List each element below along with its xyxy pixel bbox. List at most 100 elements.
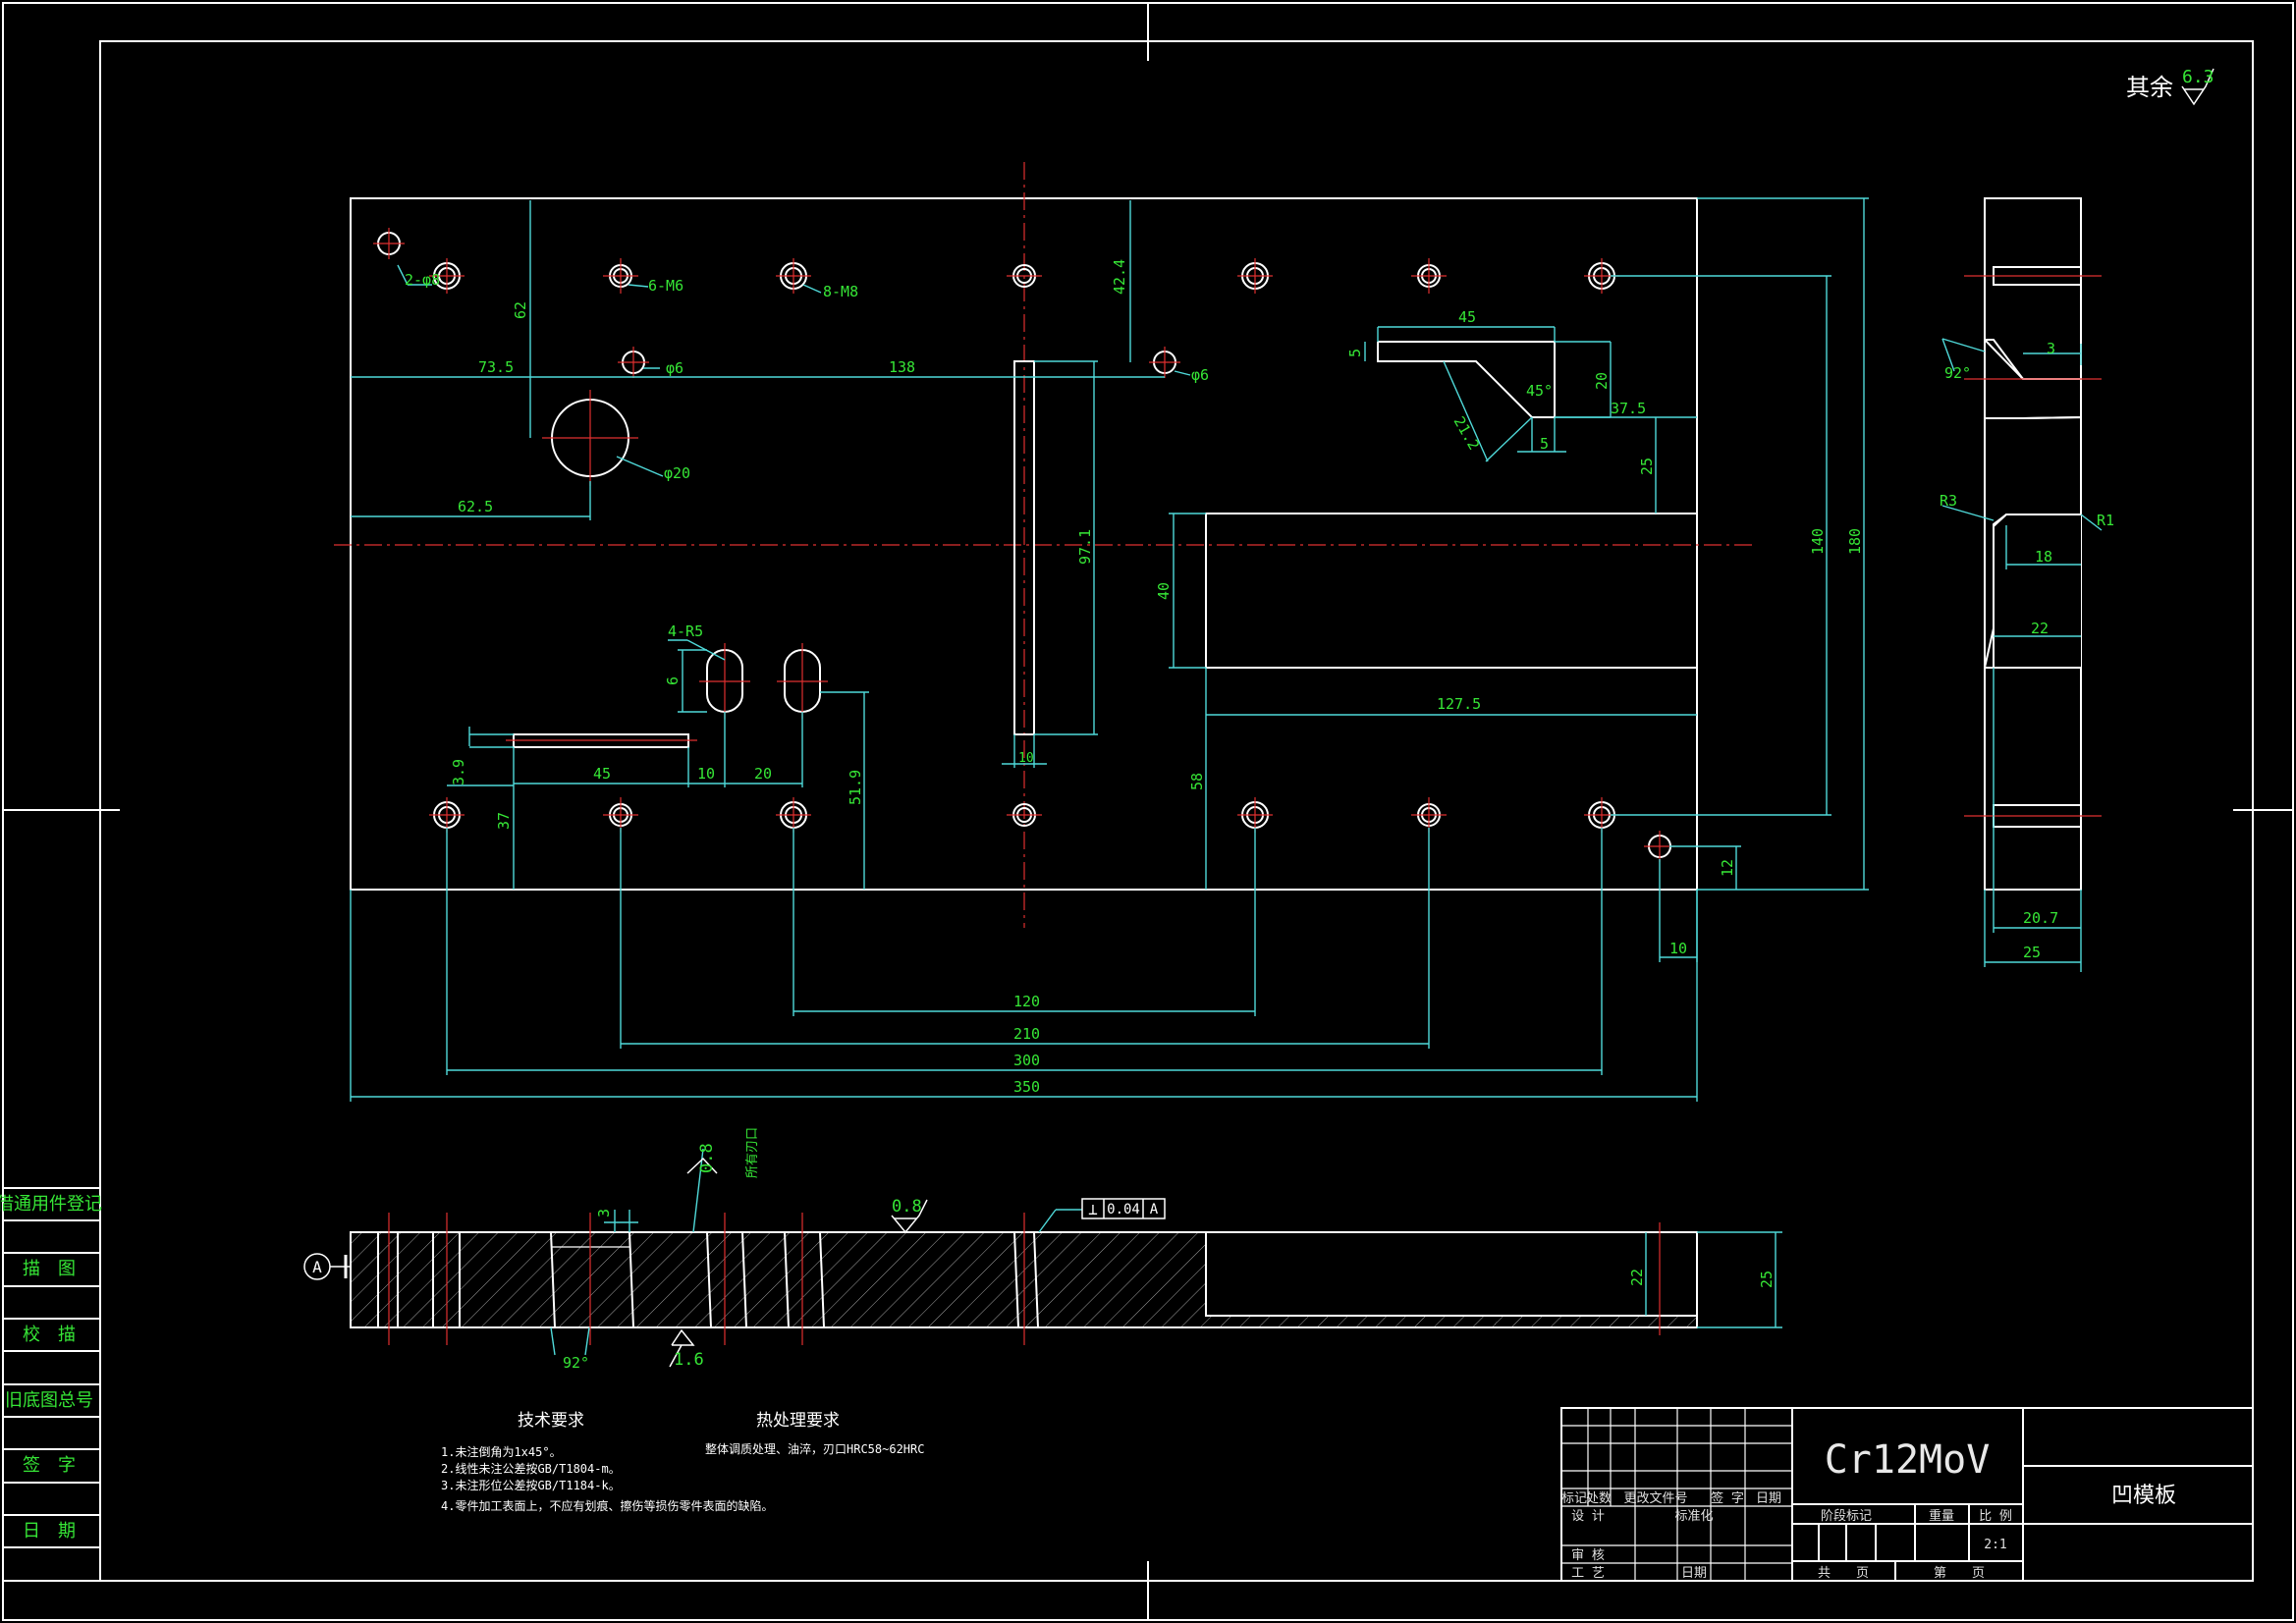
side-dim-20-7: 20.7 [2023, 909, 2058, 927]
side-dim-r3: R3 [1940, 492, 1957, 510]
tb-header-2: 处数 [1586, 1491, 1612, 1506]
tb-header-4: 签 字 [1711, 1490, 1744, 1506]
roughness-value-2: 0.8 [892, 1197, 922, 1217]
sec-dim-3: 3 [595, 1209, 613, 1217]
dim-138: 138 [889, 358, 915, 376]
dim-62-5: 62.5 [458, 498, 493, 515]
tech-req-3: 3.未注形位公差按GB/T1184-k。 [441, 1478, 621, 1492]
plan-view: 2-φ8 6-M6 8-M8 φ6 φ6 φ20 62 73.5 138 42.… [334, 162, 1869, 1102]
dim-140: 140 [1809, 528, 1827, 555]
side-dim-92: 92° [1944, 364, 1971, 382]
tb-sheets-total: 共 页 [1818, 1566, 1869, 1581]
dim-45-top: 45 [1458, 308, 1476, 326]
side-dim-3: 3 [2047, 340, 2055, 357]
tolerance-symbol: ⊥ [1088, 1200, 1098, 1218]
dim-37-5: 37.5 [1611, 400, 1646, 417]
dim-45-slot: 45 [593, 765, 611, 783]
dim-8-m8: 8-M8 [823, 283, 858, 300]
side-dim-22: 22 [2031, 620, 2049, 637]
side-dim-25: 25 [2023, 944, 2041, 961]
dim-120: 120 [1013, 993, 1040, 1010]
dim-180: 180 [1846, 528, 1864, 555]
side-label-5: 签 字 [23, 1455, 76, 1476]
dim-25: 25 [1638, 458, 1656, 475]
roughness-mark-1: 0.8 所有刃口 [686, 1127, 760, 1178]
side-view: 92° 3 R3 R1 18 22 20.7 25 [1940, 197, 2114, 972]
dim-20: 20 [1593, 372, 1611, 390]
dim-300: 300 [1013, 1052, 1040, 1069]
roughness-value-3: 1.6 [674, 1350, 704, 1370]
tolerance-value: 0.04 [1107, 1202, 1140, 1217]
tb-weight: 重量 [1929, 1508, 1954, 1524]
tb-part-name: 凹模板 [2111, 1484, 2176, 1508]
tb-header-3: 更改文件号 [1623, 1491, 1687, 1506]
dim-4-r5: 4-R5 [668, 622, 703, 640]
dim-58: 58 [1188, 773, 1206, 790]
dim-350: 350 [1013, 1078, 1040, 1096]
side-dim-18: 18 [2035, 548, 2052, 566]
tech-req-4: 4.零件加工表面上，不应有划痕、擦伤等损伤零件表面的缺陷。 [441, 1498, 773, 1513]
side-registration-panel: 借通用件登记 描 图 校 描 旧底图总号 签 字 日 期 [0, 1187, 102, 1582]
dim-73-5: 73.5 [478, 358, 514, 376]
roughness-mark-note: 所有刃口 [745, 1127, 760, 1178]
sec-dim-22: 22 [1628, 1269, 1646, 1286]
side-dim-r1: R1 [2097, 512, 2114, 529]
tech-req-2: 2.线性未注公差按GB/T1804-m。 [441, 1461, 621, 1476]
roughness-prefix: 其余 [2126, 74, 2173, 101]
dim-97-1: 97.1 [1076, 529, 1094, 565]
tb-sheet-no: 第 页 [1934, 1566, 1985, 1581]
dim-6: 6 [664, 676, 682, 685]
tb-scale-label: 比 例 [1979, 1509, 2012, 1524]
side-label-3: 校 描 [23, 1325, 76, 1345]
heat-req-text: 整体调质处理、油淬，刃口HRC58~62HRC [705, 1441, 924, 1456]
dim-3-9: 3.9 [450, 759, 467, 785]
dim-127-5: 127.5 [1437, 695, 1481, 713]
tb-header-5: 日期 [1756, 1491, 1781, 1506]
side-label-6: 日 期 [23, 1521, 76, 1542]
dim-10-b: 10 [1669, 940, 1687, 957]
dim-phi20: φ20 [664, 464, 690, 482]
dim-45deg: 45° [1526, 382, 1553, 400]
dim-62: 62 [512, 301, 529, 319]
dim-210: 210 [1013, 1025, 1040, 1043]
dim-2phi8: 2-φ8 [405, 271, 440, 289]
heat-req-title: 热处理要求 [756, 1411, 840, 1431]
datum-label: A [312, 1258, 322, 1276]
sec-dim-92: 92° [563, 1354, 589, 1372]
dim-10-slot: 10 [1018, 751, 1034, 766]
dim-phi6-a: φ6 [666, 359, 683, 377]
dim-51-9: 51.9 [847, 770, 864, 805]
side-label-1: 借通用件登记 [0, 1194, 102, 1215]
dim-5-a: 5 [1346, 349, 1364, 357]
roughness-mark-2: 0.8 [891, 1197, 928, 1234]
dim-10: 10 [697, 765, 715, 783]
side-label-2: 描 图 [23, 1259, 76, 1279]
tb-stage: 阶段标记 [1821, 1509, 1872, 1524]
tb-role-process: 工 艺 [1571, 1566, 1605, 1581]
tb-role-date: 日期 [1681, 1566, 1707, 1581]
side-label-4: 旧底图总号 [5, 1390, 93, 1411]
dim-6-m6: 6-M6 [648, 277, 683, 295]
technical-requirements: 技术要求 1.未注倒角为1x45°。 2.线性未注公差按GB/T1804-m。 … [441, 1411, 773, 1513]
dim-12: 12 [1719, 859, 1736, 877]
tech-req-1: 1.未注倒角为1x45°。 [441, 1444, 562, 1459]
roughness-value-1: 0.8 [697, 1143, 717, 1173]
dim-40: 40 [1155, 582, 1173, 600]
tb-material: Cr12MoV [1825, 1437, 1991, 1483]
title-block: 标记 处数 更改文件号 签 字 日期 设 计 标准化 审 核 工 艺 日期 Cr… [1560, 1407, 2254, 1582]
tb-role-review: 审 核 [1571, 1548, 1605, 1563]
tb-header-1: 标记 [1561, 1491, 1587, 1506]
tech-req-title: 技术要求 [518, 1411, 584, 1431]
perpendicularity-frame: ⊥ 0.04 A [1081, 1198, 1166, 1219]
sec-dim-25: 25 [1758, 1271, 1776, 1288]
dim-phi6-b: φ6 [1191, 366, 1209, 384]
section-view: A 22 25 3 92° 0.8 所有刃口 0.8 [303, 1127, 1782, 1372]
roughness-value: 6.3 [2182, 67, 2214, 87]
tb-scale: 2:1 [1984, 1538, 2006, 1552]
tb-role-design: 设 计 [1571, 1509, 1605, 1524]
dim-37: 37 [495, 812, 513, 830]
dim-21-2: 21.2 [1450, 413, 1484, 453]
tb-role-std: 标准化 [1674, 1509, 1713, 1524]
